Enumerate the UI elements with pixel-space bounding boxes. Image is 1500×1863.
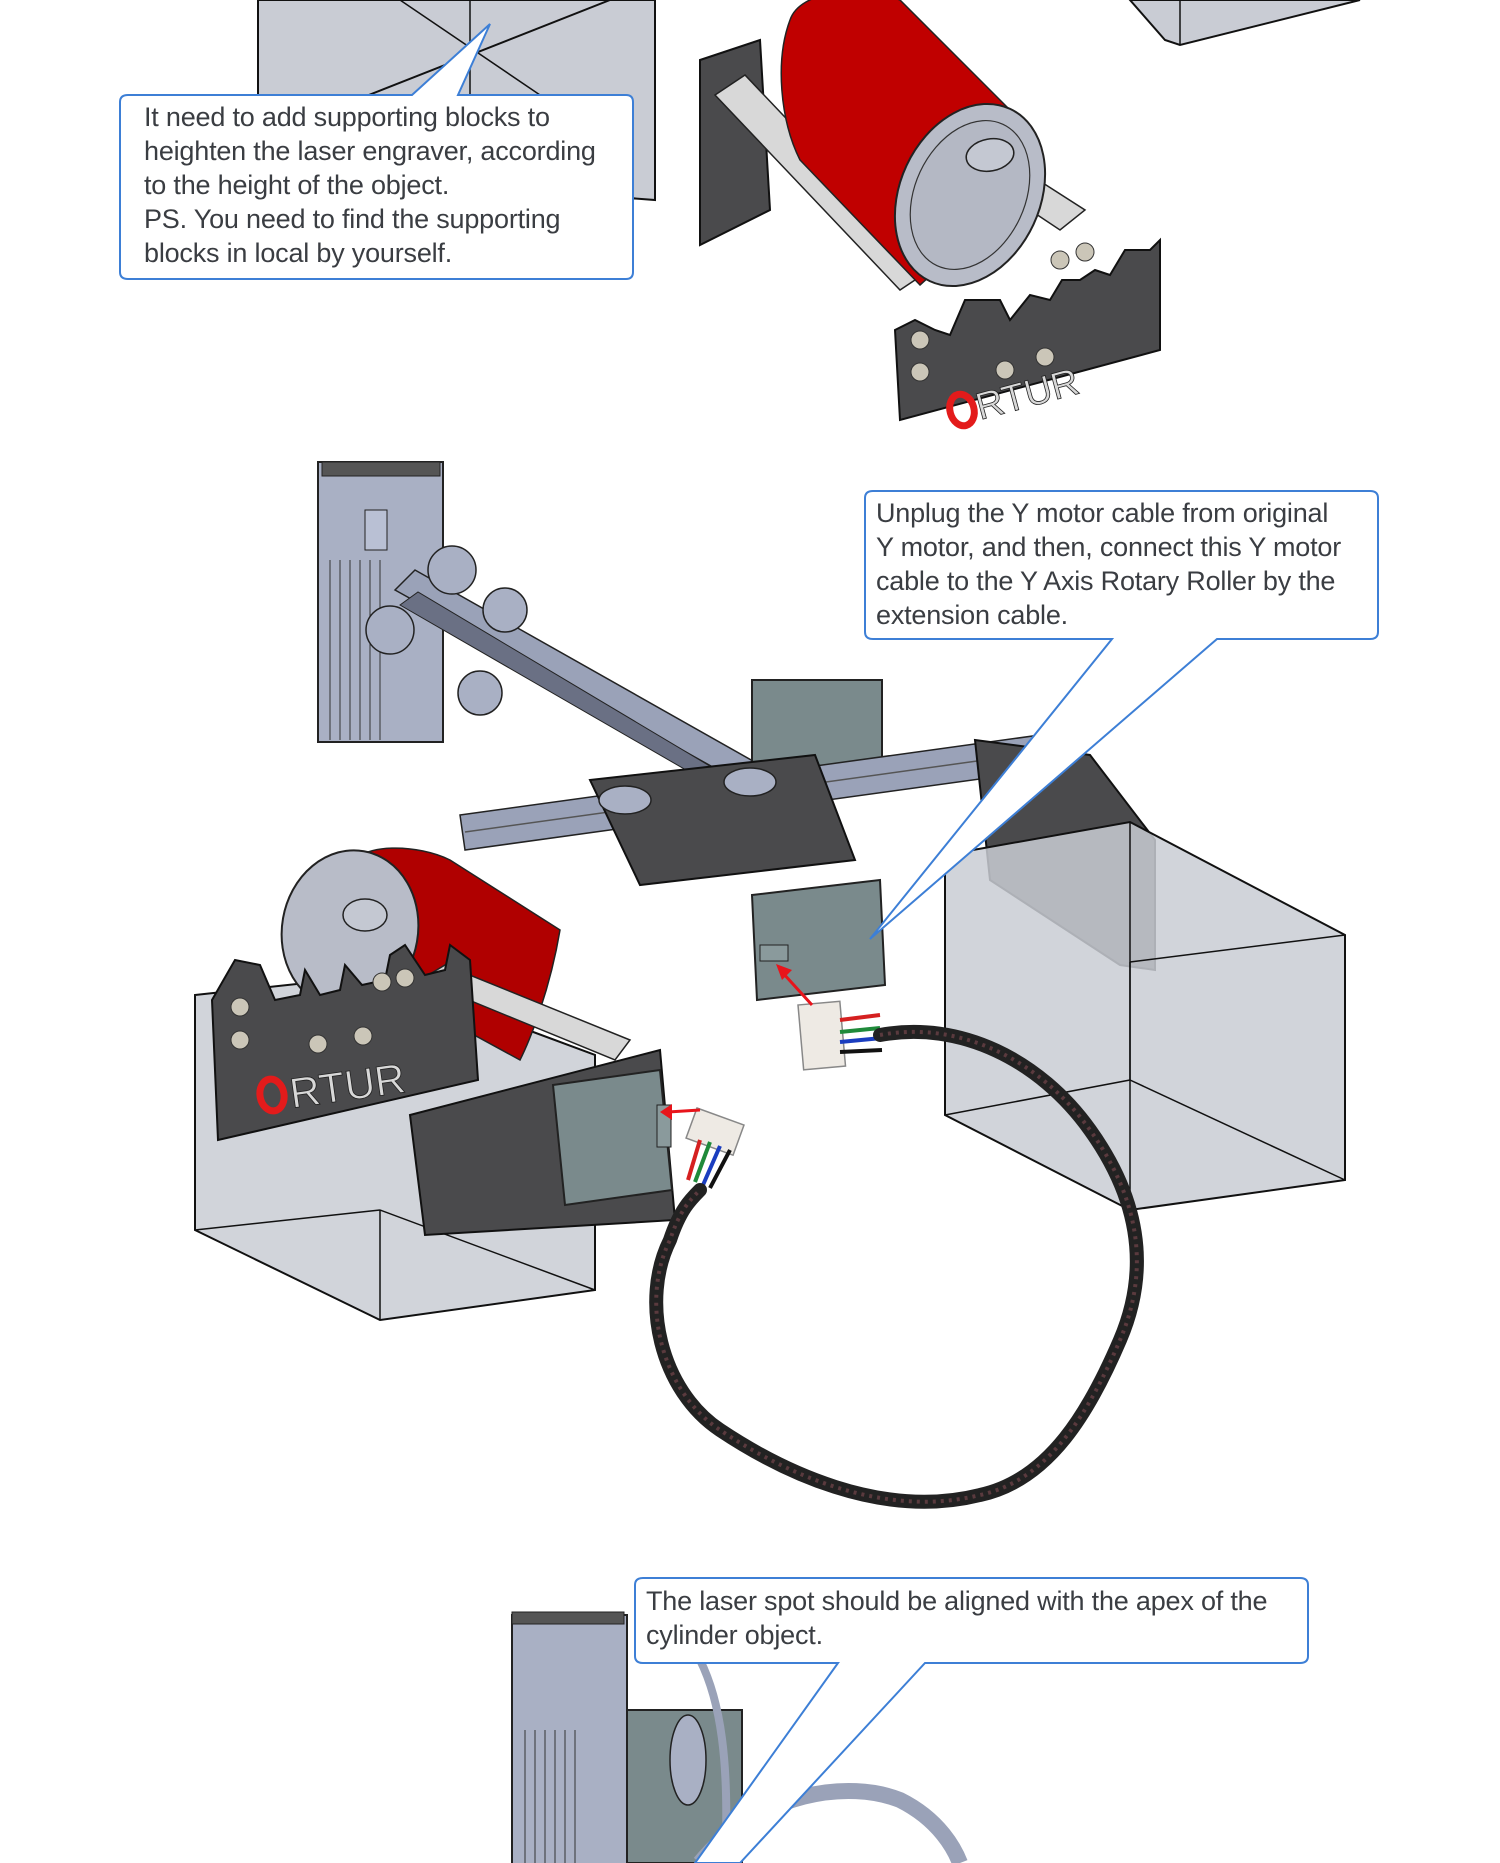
roller-stepper-motor [551, 1068, 674, 1207]
roller-front-plate [893, 237, 1161, 422]
can-tab [965, 137, 1015, 173]
figure-engraver-on-blocks: RTUR [194, 461, 1346, 1509]
callout-supporting-blocks-shape [119, 23, 634, 280]
callout-y-motor-cable-shape [864, 490, 1379, 940]
arrow-to-roller-motor-icon [660, 1104, 701, 1120]
extension-cable-connector-b [685, 1107, 745, 1189]
screw-group-front [910, 242, 1095, 382]
screw-group-front-2 [230, 968, 415, 1054]
callout-laser-alignment-shape [634, 1577, 1309, 1863]
original-y-motor [750, 878, 887, 1002]
extension-cable [649, 1024, 1144, 1509]
x-axis-rail [393, 569, 762, 786]
ortur-logo-o [946, 390, 978, 430]
carriage-wheels [598, 767, 777, 815]
x-motor [751, 679, 883, 771]
rail-wheels [365, 545, 528, 716]
extension-cable-connector-a [797, 1000, 883, 1071]
callout-y-motor-cable-text: Unplug the Y motor cable from original Y… [876, 498, 1341, 630]
ortur-logo-o-2 [256, 1075, 288, 1115]
laser-head-body [511, 1614, 628, 1863]
laser-head-wheel [669, 1714, 707, 1806]
can-tab-2 [342, 898, 388, 932]
support-block-top-right [1128, 0, 1361, 47]
carriage-plate [588, 753, 857, 887]
callout-laser-alignment-text: The laser spot should be aligned with th… [646, 1586, 1268, 1650]
arrow-to-original-motor-icon [776, 964, 814, 1007]
support-block-right [944, 820, 1346, 1212]
laser-module [317, 461, 444, 743]
callout-supporting-blocks-text: It need to add supporting blocks to heig… [144, 102, 596, 268]
figure-laser-head-side [511, 1611, 968, 1863]
